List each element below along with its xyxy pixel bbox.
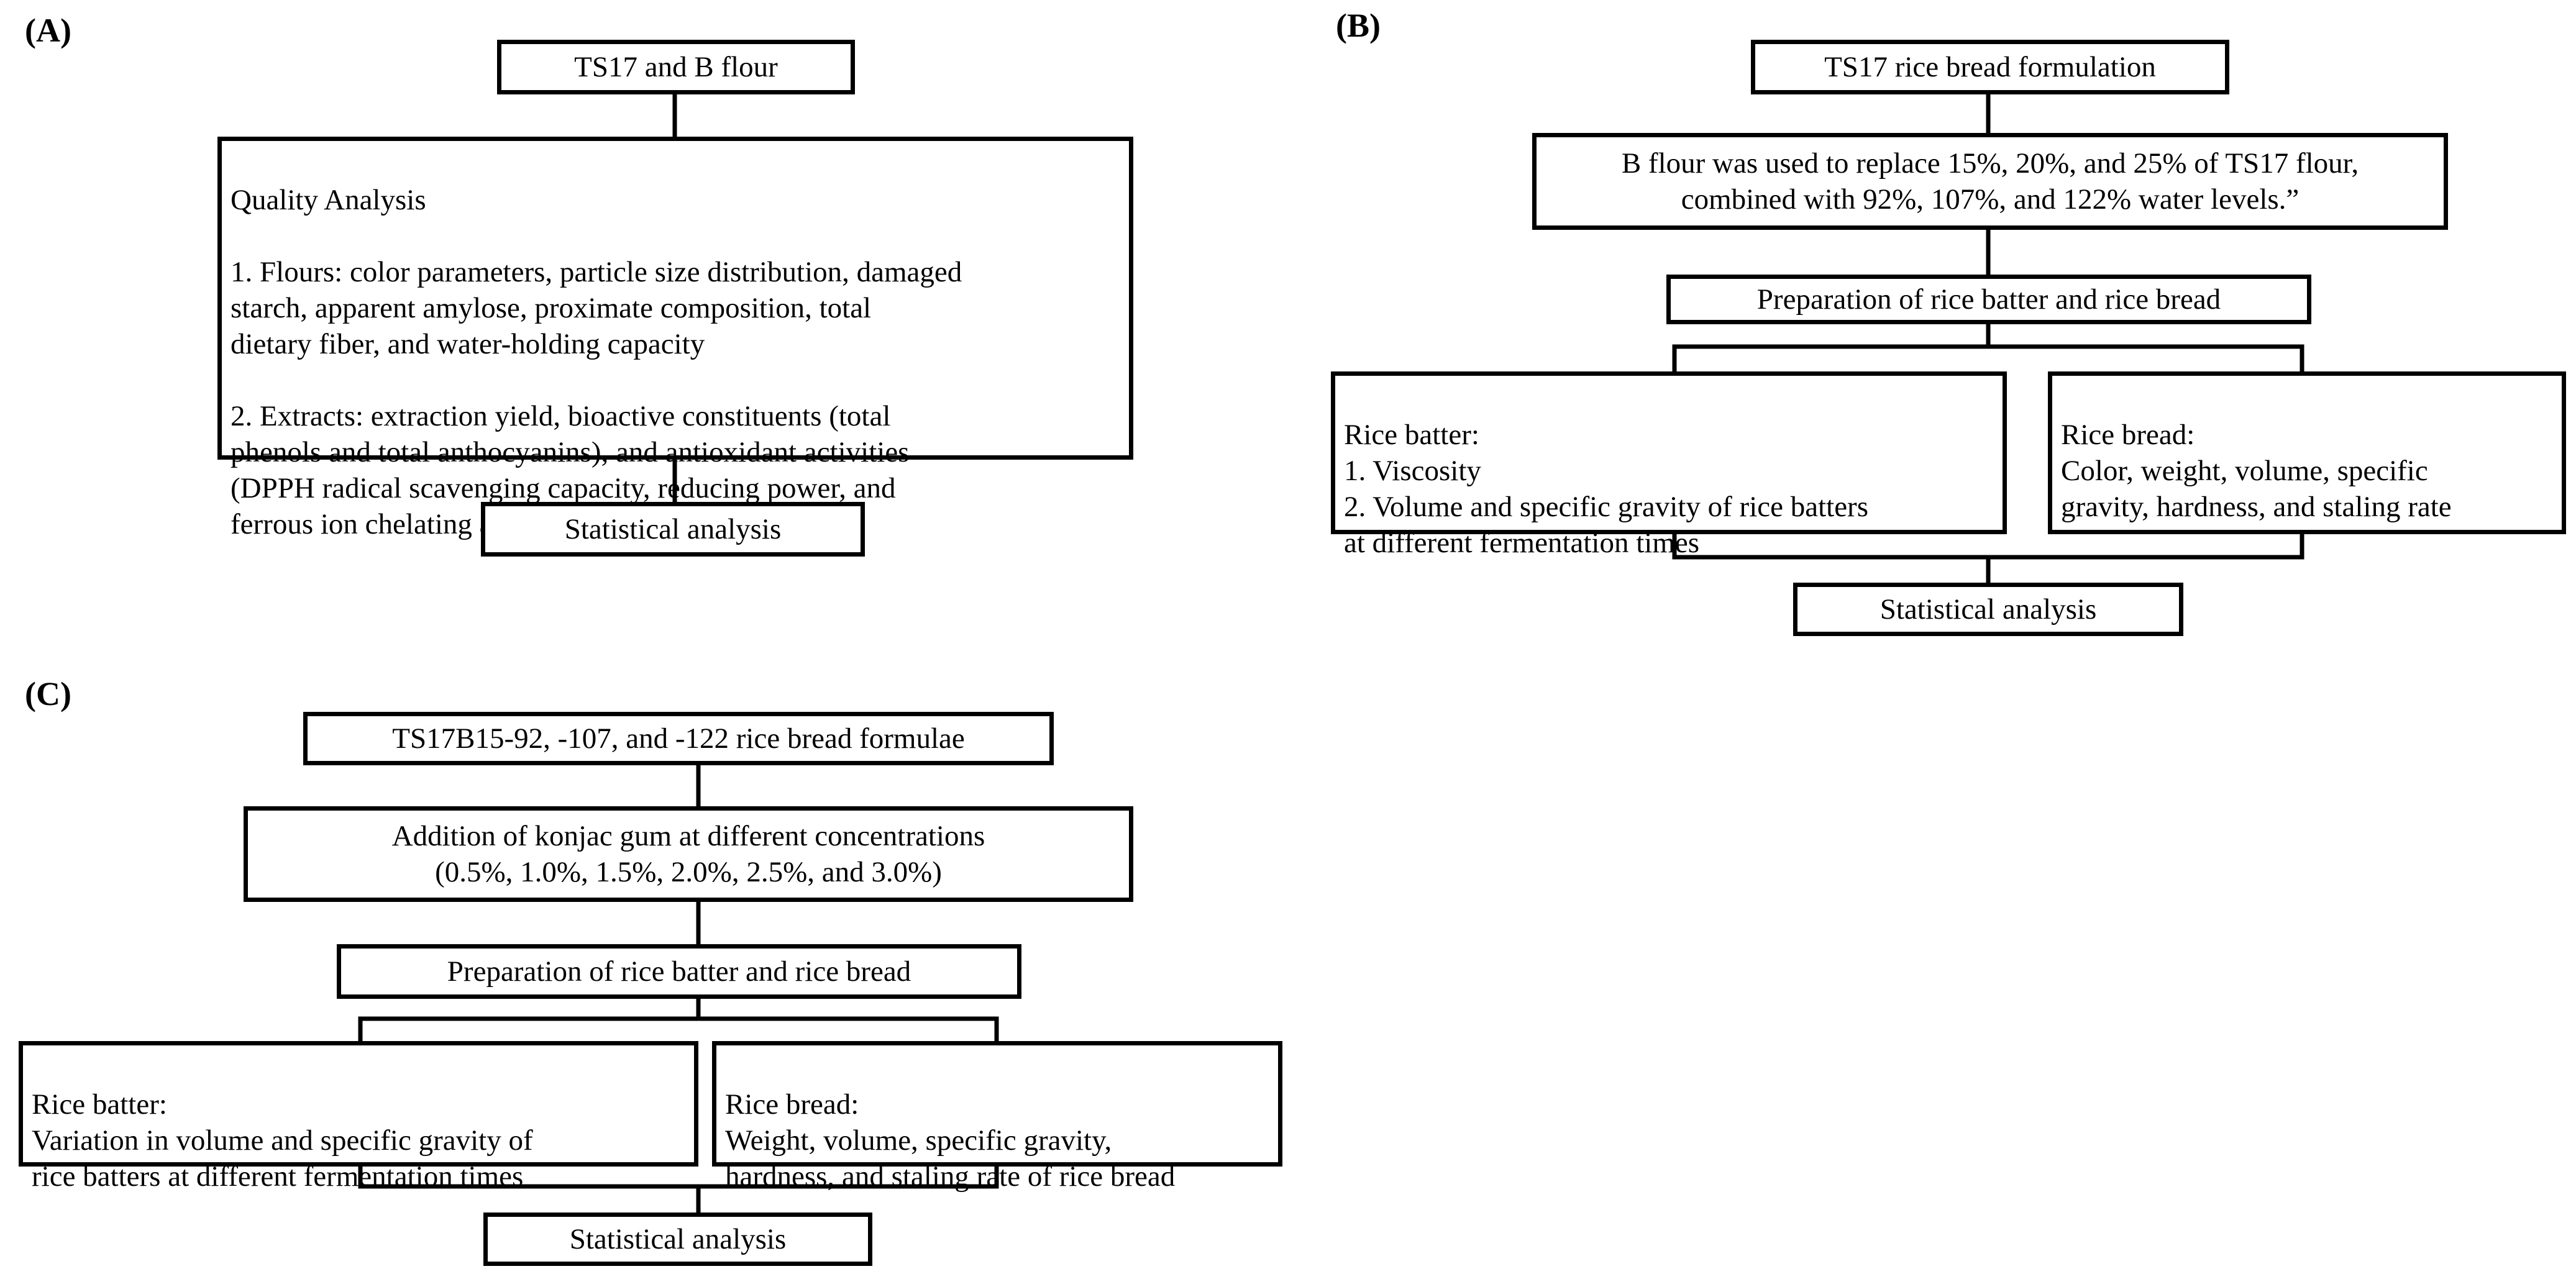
- panel-label-b: (B): [1336, 7, 1381, 44]
- box-b-rice-bread: Rice bread: Color, weight, volume, speci…: [2048, 371, 2566, 534]
- box-c-konjac-gum: Addition of konjac gum at different conc…: [244, 806, 1133, 902]
- box-a-quality-item-flours: 1. Flours: color parameters, particle si…: [231, 256, 962, 360]
- box-c-rice-batter: Rice batter: Variation in volume and spe…: [19, 1041, 698, 1193]
- box-a-quality-item-extracts: 2. Extracts: extraction yield, bioactive…: [231, 400, 910, 540]
- connector-c-branch-split: [358, 1016, 999, 1046]
- box-c-batter-text: Rice batter: Variation in volume and spe…: [32, 1088, 533, 1193]
- box-c-rice-bread: Rice bread: Weight, volume, specific gra…: [712, 1041, 1282, 1193]
- connector-c-branch-join: [358, 1162, 999, 1189]
- box-c-end-text: Statistical analysis: [569, 1223, 787, 1255]
- box-c-konjac-text: Addition of konjac gum at different conc…: [391, 820, 985, 888]
- box-b-start-text: TS17 rice bread formulation: [1824, 51, 2156, 83]
- box-c-statistical-analysis: Statistical analysis: [483, 1213, 872, 1266]
- box-b-statistical-analysis: Statistical analysis: [1793, 583, 2183, 636]
- box-b-replace-text: B flour was used to replace 15%, 20%, an…: [1621, 147, 2359, 216]
- box-a-statistical-analysis: Statistical analysis: [481, 502, 865, 557]
- box-b-replace-flour: B flour was used to replace 15%, 20%, an…: [1532, 133, 2448, 230]
- box-b-batter-text: Rice batter: 1. Viscosity 2. Volume and …: [1344, 419, 1869, 559]
- box-c-start-text: TS17B15-92, -107, and -122 rice bread fo…: [392, 722, 965, 755]
- panel-label-a: (A): [25, 12, 71, 49]
- box-a-start-text: TS17 and B flour: [574, 51, 778, 83]
- box-c-start: TS17B15-92, -107, and -122 rice bread fo…: [303, 712, 1054, 765]
- box-b-rice-batter: Rice batter: 1. Viscosity 2. Volume and …: [1331, 371, 2007, 559]
- box-b-start: TS17 rice bread formulation: [1751, 40, 2229, 94]
- box-c-preparation: Preparation of rice batter and rice brea…: [337, 944, 1021, 999]
- box-b-end-text: Statistical analysis: [1879, 593, 2097, 626]
- box-a-quality-title: Quality Analysis: [231, 184, 426, 216]
- box-a-quality-analysis: Quality Analysis 1. Flours: color parame…: [217, 137, 1133, 540]
- box-c-prep-text: Preparation of rice batter and rice brea…: [447, 955, 911, 988]
- connector-b-branch-split: [1672, 344, 2304, 375]
- box-c-bread-text: Rice bread: Weight, volume, specific gra…: [725, 1088, 1176, 1193]
- box-b-preparation: Preparation of rice batter and rice brea…: [1666, 275, 2311, 324]
- box-b-prep-text: Preparation of rice batter and rice brea…: [1756, 283, 2221, 316]
- box-a-start: TS17 and B flour: [497, 40, 855, 94]
- panel-label-c: (C): [25, 675, 71, 712]
- box-b-bread-text: Rice bread: Color, weight, volume, speci…: [2061, 419, 2452, 523]
- box-a-end-text: Statistical analysis: [564, 513, 782, 545]
